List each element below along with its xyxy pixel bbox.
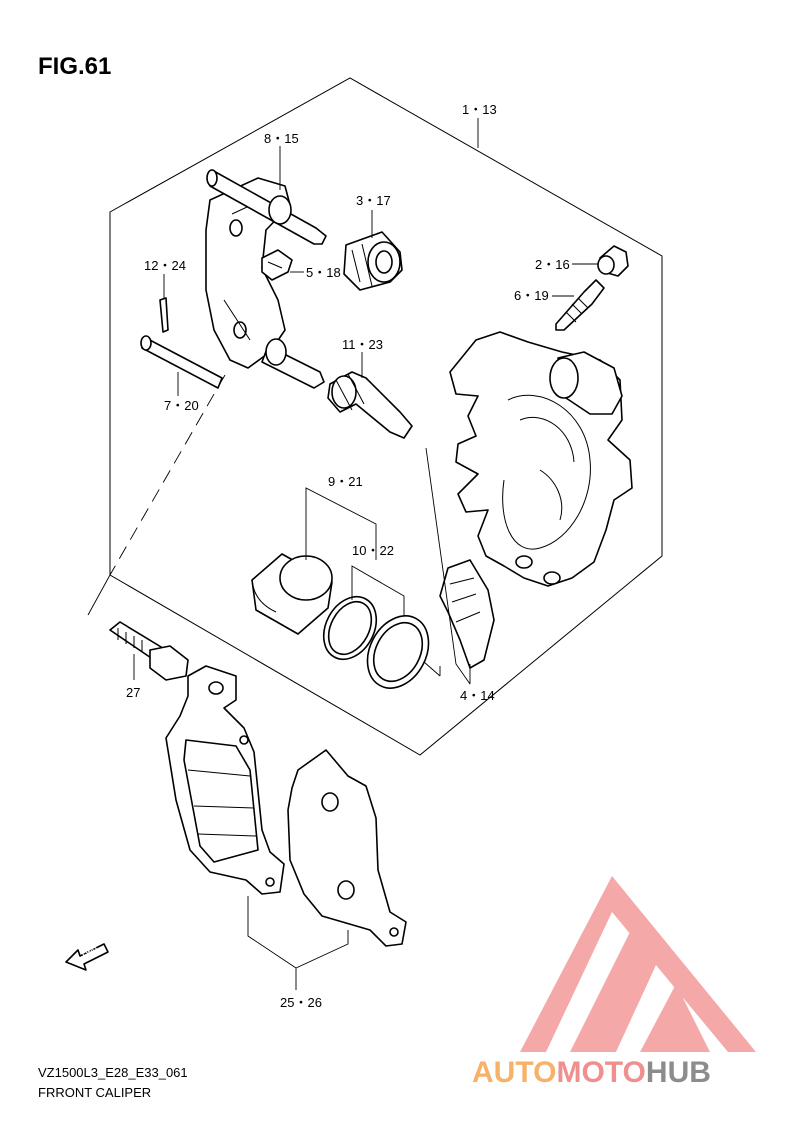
callout-8-15: 8・15	[264, 131, 299, 146]
callout-11-23: 11・23	[342, 337, 383, 352]
callout-9-21: 9・21	[328, 474, 363, 489]
callout-7-20: 7・20	[164, 398, 199, 413]
figure-label: FIG.61	[38, 53, 111, 80]
piston-seal	[366, 615, 430, 689]
callout-4-14: 4・14	[460, 688, 495, 703]
leader-lines	[133, 118, 598, 990]
slide-pin-lower	[261, 338, 325, 389]
watermark-moto: MOTO	[556, 1056, 645, 1089]
dash-leader-2	[87, 574, 111, 616]
pad-spring	[439, 559, 495, 669]
dash-leader	[109, 374, 226, 576]
mounting-bolt	[109, 621, 189, 681]
watermark-triangle-small	[640, 984, 710, 1052]
callout-1-13: 1・13	[462, 102, 497, 117]
model-code: VZ1500L3_E28_E33_061	[38, 1065, 188, 1080]
pad-pin	[140, 335, 223, 389]
watermark-text: AUTOMOTOHUB	[472, 1056, 711, 1089]
slide-pin-upper	[206, 169, 327, 245]
callout-2-16: 2・16	[535, 257, 570, 272]
callout-25-26: 25・26	[280, 995, 322, 1010]
retaining-pin	[159, 297, 169, 333]
brake-pad-inner	[287, 749, 407, 947]
brake-pad-outer	[165, 665, 285, 895]
caption: FRRONT CALIPER	[38, 1085, 151, 1100]
callout-6-19: 6・19	[514, 288, 549, 303]
caliper-body	[449, 331, 633, 587]
callout-10-22: 10・22	[352, 543, 394, 558]
boot	[343, 231, 403, 291]
bleeder-valve	[555, 279, 605, 331]
caliper-bracket	[205, 177, 291, 369]
pin-boot	[327, 371, 413, 439]
watermark-auto: AUTO	[472, 1056, 556, 1089]
callout-12-24: 12・24	[144, 258, 186, 273]
callout-5-18: 5・18	[306, 265, 341, 280]
clip	[261, 249, 293, 281]
callout-27: 27	[126, 685, 140, 700]
callout-3-17: 3・17	[356, 193, 391, 208]
watermark-triangle-outer	[520, 876, 756, 1052]
bleeder-cap	[597, 245, 629, 277]
callout-labels: 1・13 8・15 3・17 12・24 5・18 2・16 6・19 11・2…	[126, 102, 570, 1010]
watermark-hub: HUB	[646, 1056, 711, 1089]
dust-seal	[322, 595, 378, 661]
fwd-arrow-icon: FWD	[65, 943, 109, 971]
piston	[251, 553, 333, 635]
watermark-triangle-inner	[570, 920, 662, 1052]
watermark-logo	[520, 876, 756, 1052]
